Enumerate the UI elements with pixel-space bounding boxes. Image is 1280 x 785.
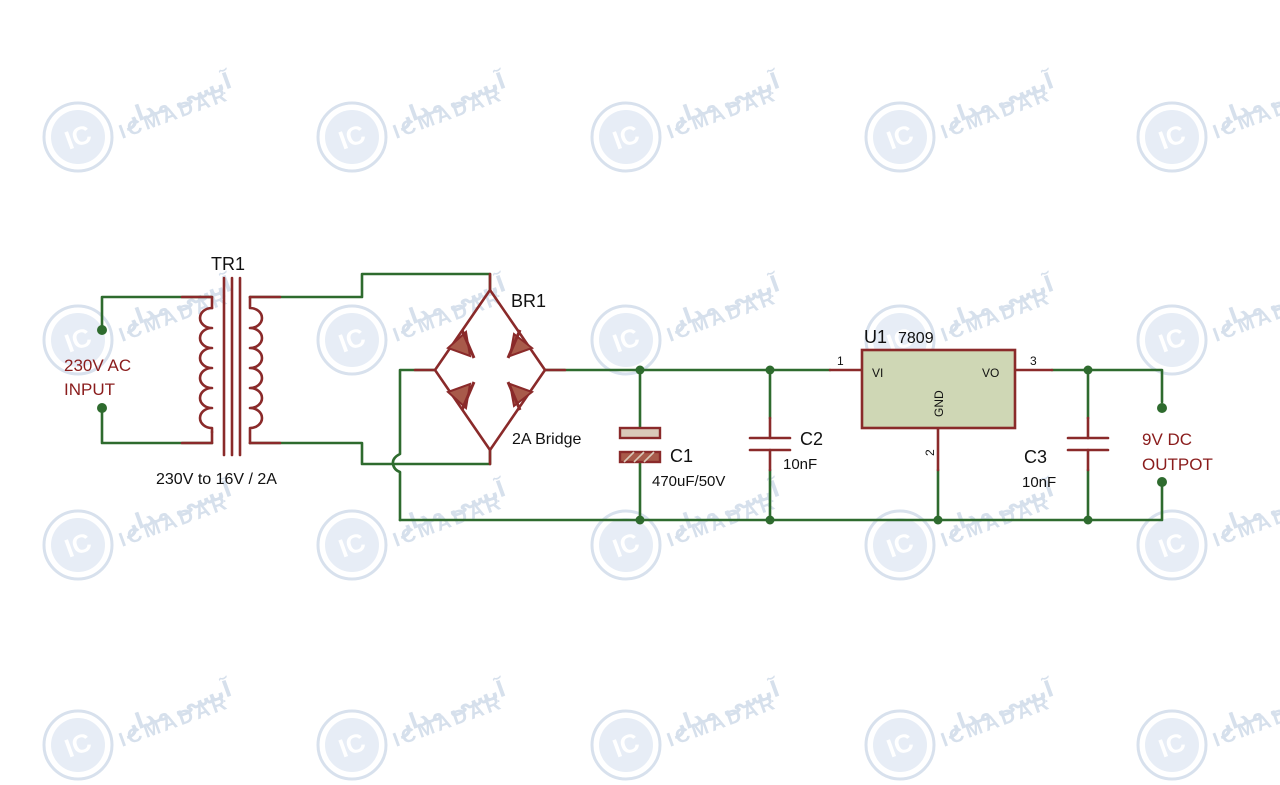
c2-value-label: 10nF bbox=[783, 456, 817, 473]
c3-ref-label: C3 bbox=[1024, 447, 1047, 467]
wire-input-bottom bbox=[100, 406, 214, 445]
bridge-br1 bbox=[413, 272, 567, 466]
diode-d1 bbox=[446, 329, 476, 359]
input-label-line1: 230V AC bbox=[64, 356, 131, 375]
output-terminal-top bbox=[1157, 403, 1167, 413]
wire-bridge-negative bbox=[391, 368, 437, 522]
input-terminal-top bbox=[97, 325, 107, 335]
u1-part-label: 7809 bbox=[898, 330, 934, 347]
wire-sec-bottom bbox=[248, 441, 492, 466]
c3-value-label: 10nF bbox=[1022, 474, 1056, 491]
junctions bbox=[635, 365, 1093, 525]
u1-pin1-number: 1 bbox=[837, 354, 844, 368]
capacitor-c3 bbox=[1066, 416, 1110, 472]
u1-pin2-number: 2 bbox=[923, 449, 937, 456]
tr1-primary-coil bbox=[198, 306, 214, 434]
input-label-line2: INPUT bbox=[64, 380, 115, 399]
c1-ref-label: C1 bbox=[670, 446, 693, 466]
regulator-u1 bbox=[828, 348, 1054, 472]
br1-ref-label: BR1 bbox=[511, 291, 546, 311]
tr1-spec-label: 230V to 16V / 2A bbox=[156, 471, 277, 488]
u1-pin-vi-label: VI bbox=[872, 366, 883, 380]
br1-spec-label: 2A Bridge bbox=[512, 431, 581, 448]
tr1-primary-top-lead bbox=[180, 295, 214, 310]
wire-input-top bbox=[100, 295, 214, 332]
transformer-tr1 bbox=[180, 276, 282, 457]
u1-ref-label: U1 bbox=[864, 327, 887, 347]
c2-ref-label: C2 bbox=[800, 429, 823, 449]
tr1-secondary-coil bbox=[248, 295, 264, 445]
wires bbox=[100, 272, 1164, 522]
capacitor-c1 bbox=[618, 426, 662, 464]
diode-d4 bbox=[506, 381, 535, 411]
diode-d3 bbox=[446, 381, 476, 411]
output-label-line2: OUTPOT bbox=[1142, 455, 1213, 474]
u1-body bbox=[860, 348, 1017, 430]
wire-output-rail bbox=[1050, 368, 1164, 404]
u1-pin-gnd-label: GND bbox=[932, 390, 946, 417]
tr1-primary-bottom-lead bbox=[180, 430, 214, 445]
tr1-ref-label: TR1 bbox=[211, 254, 245, 274]
capacitor-c2 bbox=[748, 416, 792, 472]
c1-value-label: 470uF/50V bbox=[652, 473, 725, 490]
input-terminal-bottom bbox=[97, 403, 107, 413]
wire-ground-rail bbox=[398, 484, 1164, 522]
diode-d2 bbox=[506, 329, 535, 359]
u1-pin-vo-label: VO bbox=[982, 366, 999, 380]
output-terminal-bottom bbox=[1157, 477, 1167, 487]
output-label-line1: 9V DC bbox=[1142, 430, 1192, 449]
u1-pin3-number: 3 bbox=[1030, 354, 1037, 368]
